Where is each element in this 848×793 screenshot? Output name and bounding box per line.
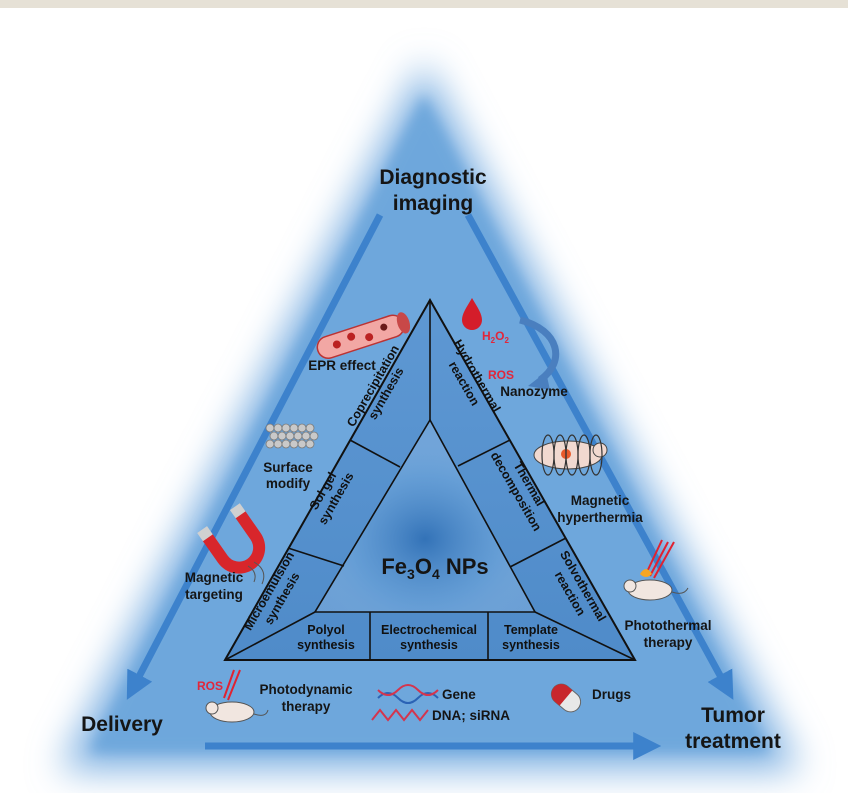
label-h2o2: H2O2 (482, 329, 509, 345)
label-electrochemical: Electrochemical synthesis (381, 623, 477, 652)
label-ros-nanozyme: ROS (488, 368, 514, 382)
label-magnetic-hyperthermia: Magnetic hyperthermia (557, 493, 643, 525)
svg-text:Magnetic: Magnetic (185, 570, 244, 585)
nanozyme-arrow-head (528, 372, 550, 390)
svg-text:treatment: treatment (685, 730, 781, 753)
svg-text:Template: Template (504, 623, 558, 637)
corner-delivery: Delivery (81, 713, 163, 736)
pill-capsule-icon (550, 683, 582, 713)
synthesis-triangle (223, 297, 637, 661)
svg-text:therapy: therapy (644, 635, 693, 650)
mouse-laser-icon (623, 539, 689, 601)
mouse-photodynamic-icon (205, 669, 269, 723)
svg-text:therapy: therapy (282, 699, 331, 714)
svg-text:hyperthermia: hyperthermia (557, 510, 643, 525)
label-dna-sirna: DNA; siRNA (432, 708, 510, 723)
svg-text:imaging: imaging (393, 192, 474, 215)
svg-text:Tumor: Tumor (701, 704, 765, 727)
blood-drop-icon (462, 298, 482, 330)
svg-text:Photodynamic: Photodynamic (259, 682, 353, 697)
label-photothermal-therapy: Photothermal therapy (624, 618, 711, 650)
nanozyme-curved-arrow (519, 316, 560, 383)
label-drugs: Drugs (592, 687, 631, 702)
dna-helix-icon (377, 684, 439, 704)
label-polyol: Polyol synthesis (297, 623, 355, 652)
corner-tumor-treatment: Tumor treatment (685, 704, 781, 753)
svg-text:modify: modify (266, 476, 311, 491)
label-template: Template synthesis (502, 623, 560, 652)
nanoparticle-layer-icon (265, 423, 319, 449)
center-label: Fe3O4 NPs (381, 554, 488, 582)
svg-text:synthesis: synthesis (400, 638, 458, 652)
arrow-diagnostic-to-delivery (126, 213, 384, 700)
svg-text:synthesis: synthesis (502, 638, 560, 652)
svg-text:Electrochemical: Electrochemical (381, 623, 477, 637)
label-ros-pdt: ROS (197, 679, 223, 693)
label-nanozyme: Nanozyme (500, 384, 568, 399)
svg-text:Polyol: Polyol (307, 623, 345, 637)
svg-text:targeting: targeting (185, 587, 243, 602)
svg-text:Magnetic: Magnetic (571, 493, 630, 508)
label-photodynamic-therapy: Photodynamic therapy (259, 682, 353, 714)
svg-text:Photothermal: Photothermal (624, 618, 711, 633)
label-magnetic-targeting: Magnetic targeting (185, 570, 244, 602)
corner-diagnostic-imaging: Diagnostic imaging (379, 166, 487, 215)
magnetic-field-lines (247, 561, 265, 585)
top-bar (0, 0, 848, 8)
sirna-strand-icon (371, 708, 429, 722)
label-gene: Gene (442, 687, 476, 702)
svg-text:Surface: Surface (263, 460, 313, 475)
mouse-in-coil-icon (533, 434, 608, 476)
blood-vessel-icon (316, 312, 411, 359)
svg-text:synthesis: synthesis (297, 638, 355, 652)
label-surface-modify: Surface modify (263, 460, 313, 491)
svg-text:Diagnostic: Diagnostic (379, 166, 487, 189)
horseshoe-magnet-icon (197, 503, 266, 574)
label-epr-effect: EPR effect (308, 358, 376, 373)
